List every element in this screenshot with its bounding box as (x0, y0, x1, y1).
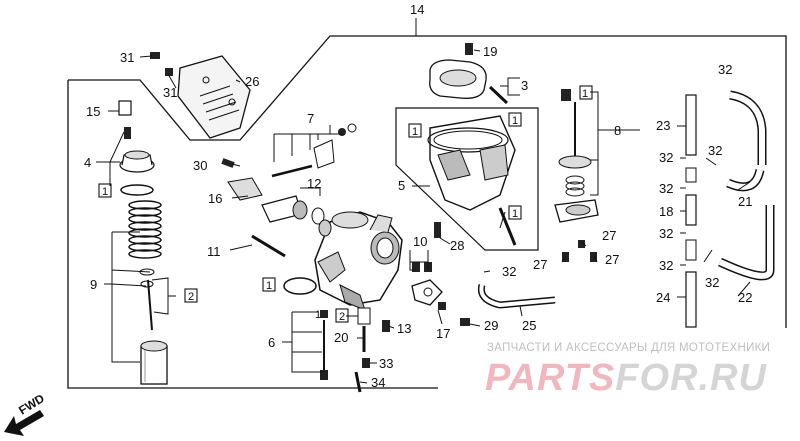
main-jets-part (320, 307, 390, 393)
spring-part (128, 200, 162, 259)
callout-33: 33 (379, 356, 393, 371)
callout-17: 17 (436, 326, 450, 341)
screw-31-part (150, 52, 173, 76)
callout-29: 29 (484, 318, 498, 333)
o-ring-part (283, 277, 317, 295)
screw-19-part (465, 43, 473, 55)
top-cap-4-part (119, 150, 155, 196)
callout-2b: 2 (339, 311, 345, 323)
callout-22: 22 (738, 290, 752, 305)
fwd-label: FWD (16, 391, 47, 418)
callout-18: 18 (659, 204, 673, 219)
callout-32a: 32 (718, 62, 732, 77)
callout-27a: 27 (602, 228, 616, 243)
float-chamber-outline (395, 107, 539, 251)
callout-4: 4 (84, 155, 91, 170)
callout-14: 14 (410, 2, 424, 17)
curved-hoses-part (718, 90, 775, 281)
callout-27c: 27 (605, 252, 619, 267)
callout-1a: 1 (582, 88, 588, 100)
fwd-arrow-icon (4, 410, 44, 436)
callout-1e: 1 (512, 208, 518, 220)
callout-26: 26 (245, 74, 259, 89)
callout-1c: 1 (412, 126, 418, 138)
callout-13: 13 (397, 321, 411, 336)
screw-30-part (221, 158, 235, 168)
callout-30: 30 (193, 158, 207, 173)
carburetor-body-part (314, 211, 403, 311)
callout-31a: 31 (120, 50, 134, 65)
callout-15: 15 (86, 104, 100, 119)
screw-11-part (251, 234, 286, 258)
callout-32d: 32 (659, 181, 673, 196)
callout-6: 6 (268, 335, 275, 350)
throttle-valve-part (140, 340, 168, 385)
callout-21: 21 (738, 194, 752, 209)
gasket-3-part (429, 59, 509, 105)
watermark-brand-part1: PARTS (485, 357, 616, 399)
callout-32f: 32 (502, 264, 516, 279)
callout-19: 19 (483, 44, 497, 59)
jet-needle-part (139, 268, 155, 331)
callout-32h: 32 (705, 275, 719, 290)
callout-27b: 27 (533, 257, 547, 272)
watermark-subtitle: ЗАПЧАСТИ И АКСЕССУАРЫ ДЛЯ МОТОТЕХНИКИ (487, 342, 771, 354)
callout-31b: 31 (163, 85, 177, 100)
callout-24: 24 (656, 290, 670, 305)
callout-3: 3 (521, 78, 528, 93)
callout-8: 8 (614, 123, 621, 138)
watermark-brand-part2: FOR.RU (615, 357, 767, 399)
cap-15-part (118, 100, 132, 139)
callout-1g: 1 (315, 309, 321, 321)
callout-28: 28 (450, 238, 464, 253)
boxed-callouts (98, 85, 593, 323)
callout-20: 20 (334, 330, 348, 345)
callout-7: 7 (307, 111, 314, 126)
callout-1d: 1 (512, 115, 518, 127)
callout-34: 34 (371, 375, 385, 390)
callout-2a: 2 (188, 291, 194, 303)
callout-12: 12 (307, 176, 321, 191)
choke-assembly-part (227, 123, 357, 237)
watermark-brand: PARTSFOR.RU (485, 358, 795, 398)
callout-10: 10 (413, 234, 427, 249)
callout-32c: 32 (708, 143, 722, 158)
callout-1b: 1 (102, 186, 108, 198)
callout-11: 11 (207, 244, 221, 259)
callout-25: 25 (522, 318, 536, 333)
callout-32g: 32 (659, 258, 673, 273)
callout-32b: 32 (659, 150, 673, 165)
assembly-outline-14 (67, 35, 787, 389)
leader-lines (96, 49, 751, 384)
callout-1f: 1 (266, 280, 272, 292)
callout-32e: 32 (659, 226, 673, 241)
callout-23: 23 (656, 118, 670, 133)
callout-9: 9 (90, 277, 97, 292)
top-cover-part (177, 55, 251, 139)
vent-tubes-part (685, 94, 697, 328)
callout-5: 5 (398, 178, 405, 193)
float-chamber-part (427, 115, 517, 246)
fuel-valve-part (554, 89, 599, 262)
callout-16: 16 (208, 191, 222, 206)
